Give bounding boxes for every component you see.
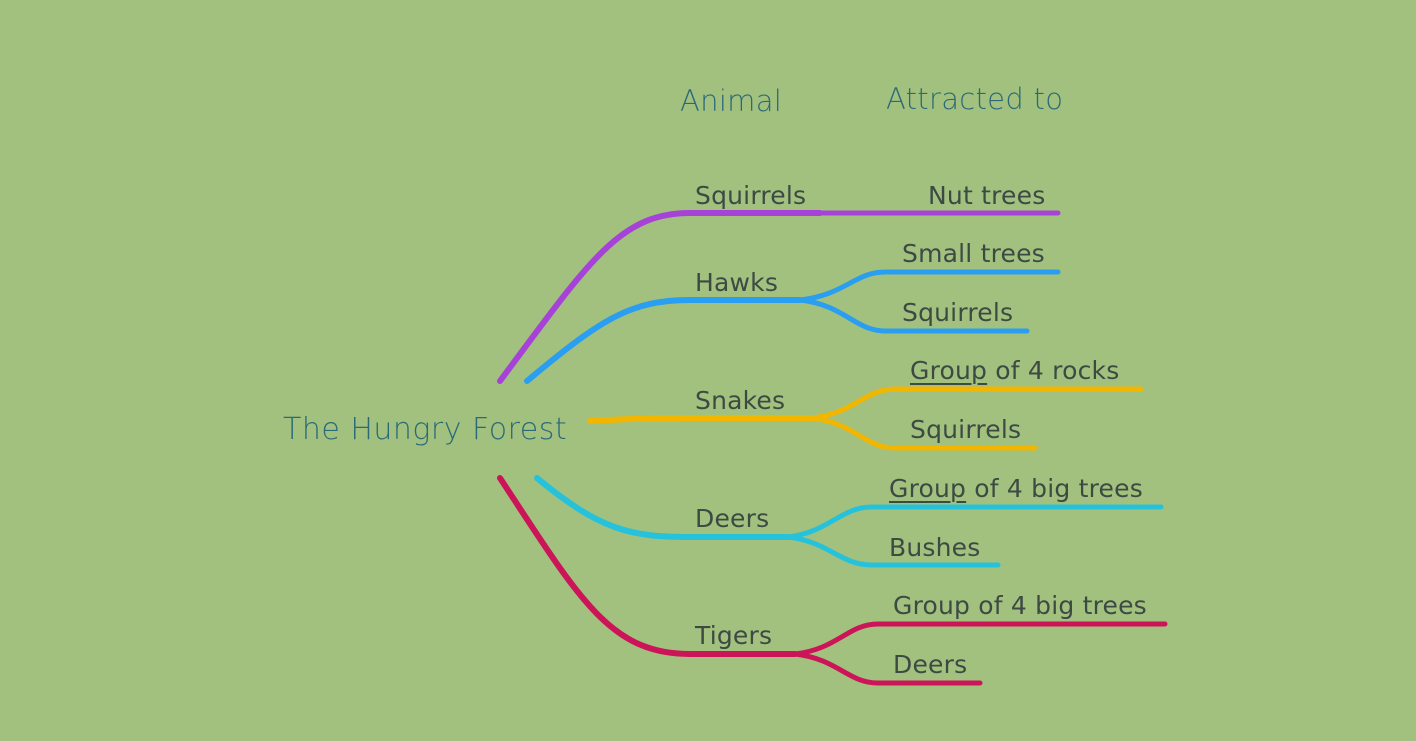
connector-tigers-big-trees [792,621,1168,657]
node-tigers-deers[interactable]: Deers [893,650,968,679]
linked-word: Group [910,356,988,385]
node-snakes[interactable]: Snakes [695,386,786,415]
node-group-of-4-rocks[interactable]: Group of 4 rocks [910,358,1119,383]
root-node[interactable]: The Hungry Forest [283,412,568,447]
node-tigers[interactable]: Tigers [695,621,773,650]
node-hawks-squirrels[interactable]: Squirrels [902,298,1014,327]
connector-hawks-small-trees [797,269,1061,303]
node-label-rest: of 4 rocks [987,356,1120,385]
connector-tigers-deers [792,651,983,686]
connector-snakes-squirrels [809,415,1038,451]
connector-deers-bushes [785,534,1001,568]
connector-tigers [497,475,798,657]
node-small-trees[interactable]: Small trees [902,239,1045,268]
node-deers[interactable]: Deers [695,504,770,533]
node-snakes-squirrels[interactable]: Squirrels [910,415,1022,444]
node-nut-trees[interactable]: Nut trees [928,181,1046,210]
connector-snakes-rocks [809,386,1144,421]
node-squirrels[interactable]: Squirrels [695,181,807,210]
connector-deers [534,475,791,540]
node-tigers-group-of-4-big-trees[interactable]: Group of 4 big trees [893,591,1147,620]
header-attracted-to: Attracted to [886,82,1064,116]
connector-snakes [587,415,815,424]
linked-word: Group [889,474,967,503]
connector-deers-big-trees [785,504,1164,540]
connector-hawks [524,297,803,384]
node-bushes[interactable]: Bushes [889,533,981,562]
header-animal: Animal [680,84,783,118]
connector-hawks-squirrels [797,297,1030,334]
node-label-rest: of 4 big trees [966,474,1143,503]
node-deers-group-of-4-big-trees[interactable]: Group of 4 big trees [889,476,1143,501]
connector-squirrels [497,210,823,384]
node-hawks[interactable]: Hawks [695,268,779,297]
